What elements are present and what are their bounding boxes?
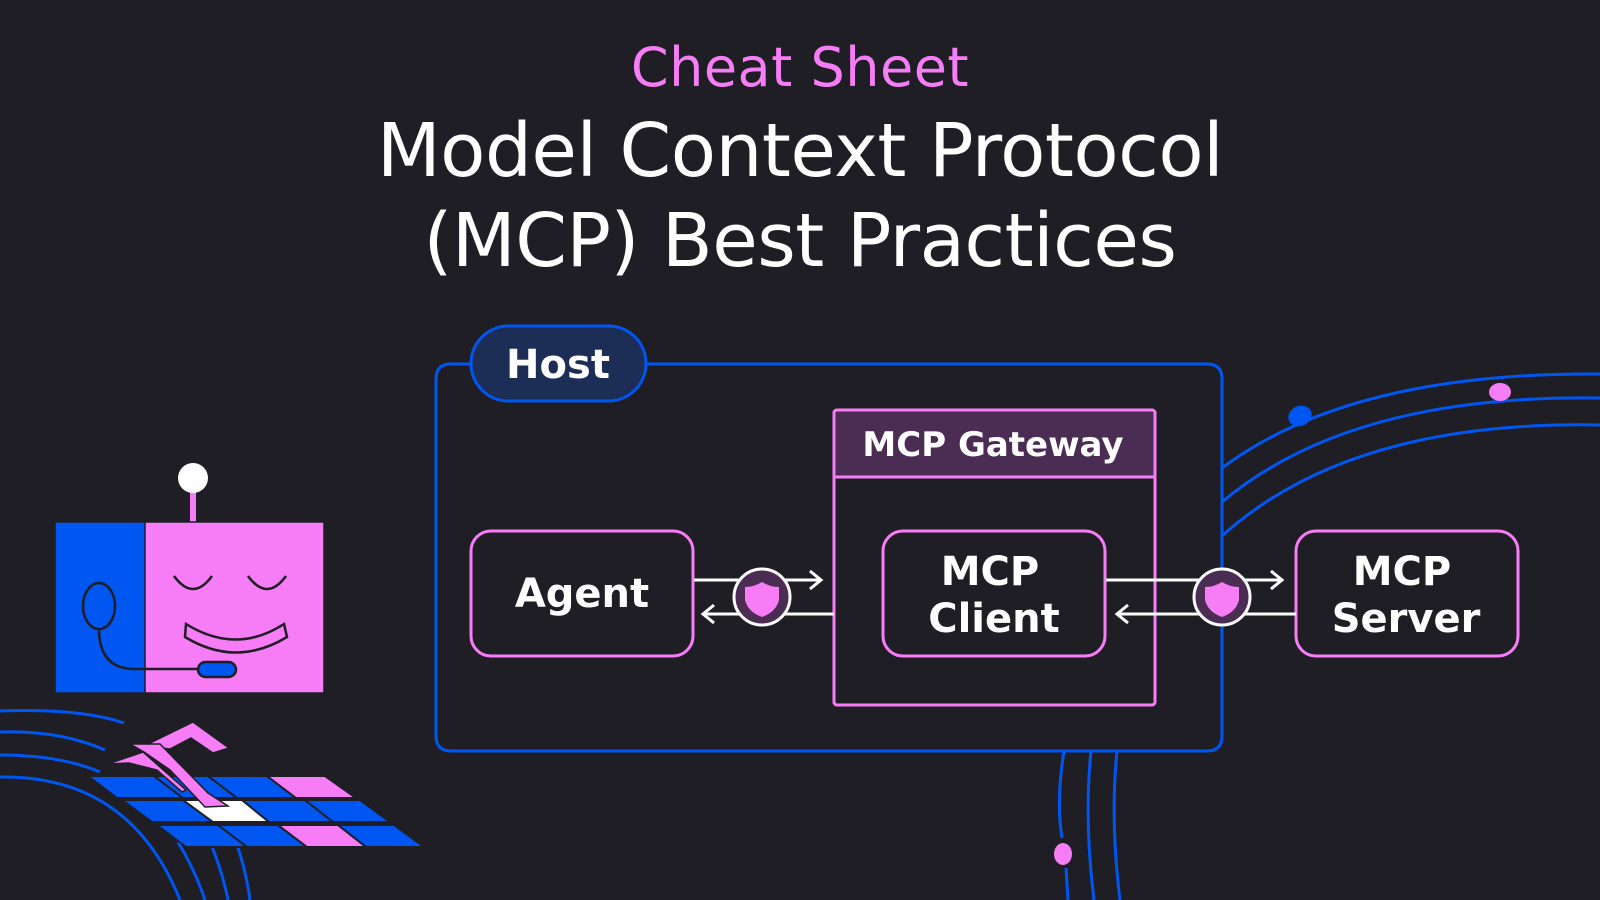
- title-line-1: Model Context Protocol: [376, 108, 1224, 194]
- orbit-arcs-right: [1220, 372, 1600, 538]
- shield-icon: [745, 582, 779, 617]
- orbit-arcs-left: [0, 709, 252, 900]
- arrow-left-head: [700, 603, 715, 625]
- gateway-label: MCP Gateway: [862, 425, 1123, 465]
- robot-side-panel: [54, 521, 148, 694]
- robot-eye-left: [172, 575, 214, 591]
- orbit-arcs-bottom: [1057, 750, 1122, 900]
- host-badge: Host: [469, 324, 648, 403]
- headset-mic: [196, 660, 238, 679]
- agent-label: Agent: [515, 571, 649, 617]
- server-label-line-1: MCP: [1353, 549, 1451, 595]
- host-container: [434, 362, 1224, 753]
- arrow-right-head: [1270, 569, 1285, 591]
- title-line-2: (MCP) Best Practices: [423, 198, 1177, 284]
- mcp-client-node[interactable]: MCP Client: [881, 529, 1107, 658]
- keyboard-illustration: [85, 775, 428, 848]
- robot-antenna-ball: [178, 463, 208, 493]
- page-title: Model Context Protocol (MCP) Best Practi…: [0, 106, 1600, 286]
- client-label-line-1: MCP: [941, 549, 1039, 595]
- arrow-right-head: [809, 569, 824, 591]
- robot-smile: [183, 621, 289, 654]
- orbit-dot-pink-bottom: [1054, 843, 1072, 865]
- orbit-dot-pink-top: [1489, 383, 1511, 401]
- robot-eye-right: [246, 575, 288, 591]
- robot-illustration: [54, 463, 325, 694]
- security-check-1[interactable]: [732, 567, 792, 627]
- headset-wire: [97, 628, 198, 671]
- client-label-line-2: Client: [928, 596, 1060, 642]
- host-label: Host: [506, 342, 610, 388]
- kicker-text: Cheat Sheet: [630, 36, 970, 99]
- mcp-server-node[interactable]: MCP Server: [1294, 529, 1520, 658]
- server-label-line-2: Server: [1332, 596, 1481, 642]
- shield-icon: [1205, 582, 1239, 617]
- arrow-left-head: [1114, 603, 1129, 625]
- agent-node[interactable]: Agent: [469, 529, 695, 658]
- security-check-2[interactable]: [1192, 567, 1252, 627]
- orbit-dot-blue: [1288, 405, 1312, 427]
- robot-arm-illustration: [107, 721, 231, 808]
